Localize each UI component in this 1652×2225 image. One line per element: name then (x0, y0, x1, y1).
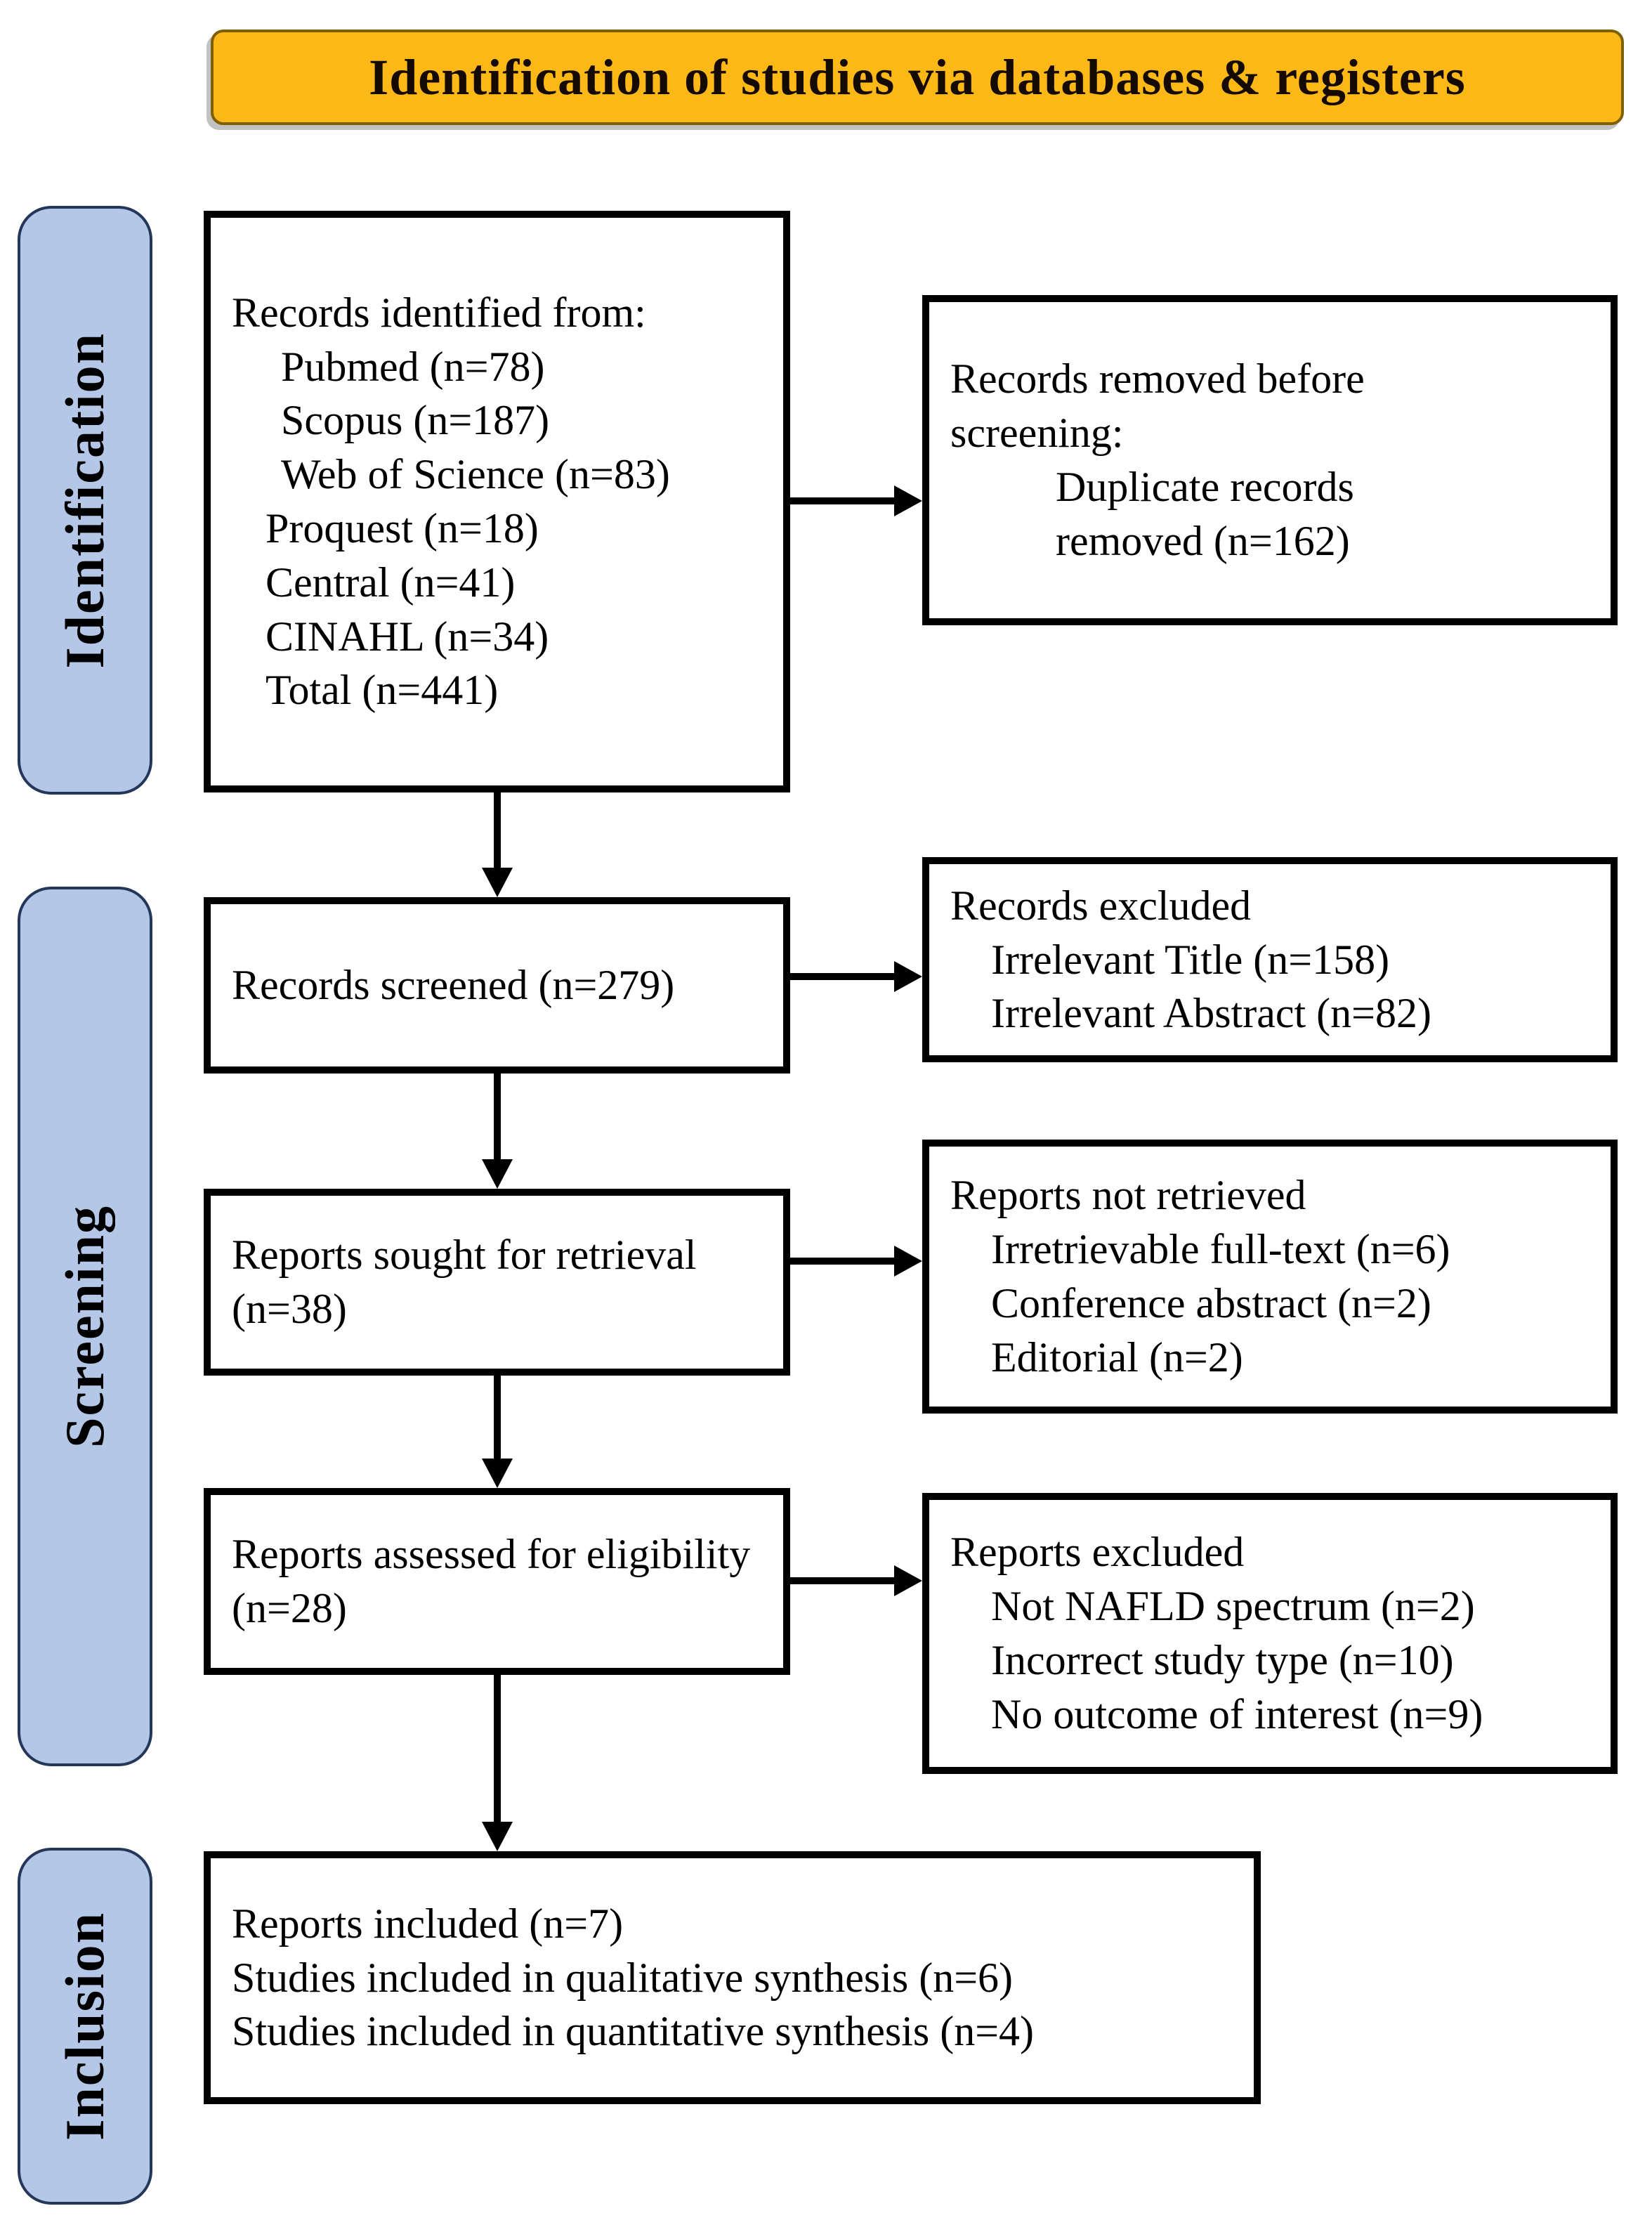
box-records-removed: Records removed before screening: Duplic… (922, 295, 1618, 625)
arrow-assessed-to-included (478, 1675, 517, 1851)
banner-title: Identification of studies via databases … (369, 48, 1466, 105)
box-reports-assessed: Reports assessed for eligibility (n=28) (204, 1488, 790, 1675)
box-item: Incorrect study type (n=10) (991, 1637, 1454, 1683)
box-records-screened: Records screened (n=279) (204, 897, 790, 1074)
box-item: Total (n=441) (266, 667, 499, 714)
box-title: Records screened (n=279) (232, 962, 675, 1009)
arrow-shaft (790, 973, 896, 980)
box-records-excluded: Records excluded Irrelevant Title (n=158… (922, 857, 1618, 1062)
box-item: Proquest (n=18) (266, 505, 539, 552)
box-item: Reports included (n=7) (232, 1900, 624, 1947)
box-title: Records excluded (950, 882, 1252, 929)
arrow-identified-to-screened (478, 792, 517, 897)
box-records-identified: Records identified from: Pubmed (n=78) S… (204, 211, 790, 792)
arrow-shaft (790, 497, 896, 504)
arrow-sought-to-assessed (478, 1376, 517, 1488)
box-item: Pubmed (n=78) (281, 343, 545, 390)
arrow-shaft (790, 1258, 896, 1265)
box-item: Editorial (n=2) (991, 1333, 1243, 1381)
box-title: Records identified from: (232, 289, 646, 336)
arrow-screened-to-excluded (790, 957, 922, 996)
arrow-shaft (790, 1577, 896, 1584)
box-item: Duplicate records removed (n=162) (1056, 464, 1354, 564)
arrow-sought-to-not-retrieved (790, 1241, 922, 1281)
stage-label-identification-text: Identification (54, 332, 115, 669)
arrow-shaft (494, 1376, 501, 1460)
banner: Identification of studies via databases … (211, 30, 1624, 125)
box-item: Not NAFLD spectrum (n=2) (991, 1583, 1475, 1630)
box-item: Web of Science (n=83) (281, 451, 670, 498)
box-item: No outcome of interest (n=9) (991, 1690, 1483, 1737)
stage-label-screening: Screening (18, 887, 152, 1766)
arrow-head (894, 485, 922, 516)
stage-label-inclusion: Inclusion (18, 1848, 152, 2205)
box-item: Conference abstract (n=2) (991, 1280, 1431, 1326)
box-title: Records removed before screening: (950, 355, 1365, 457)
stage-label-screening-text: Screening (54, 1205, 115, 1448)
arrow-shaft (494, 1675, 501, 1823)
arrow-head (482, 1459, 513, 1488)
box-title: Reports sought for retrieval (n=38) (232, 1232, 697, 1332)
box-item: Irretrievable full-text (n=6) (991, 1226, 1450, 1273)
box-title: Reports excluded (950, 1529, 1245, 1576)
arrow-head (482, 868, 513, 897)
box-title: Reports assessed for eligibility (n=28) (232, 1531, 751, 1631)
box-item: Scopus (n=187) (281, 397, 550, 444)
arrow-shaft (494, 1074, 501, 1161)
arrow-head (894, 1565, 922, 1596)
box-reports-not-retrieved: Reports not retrieved Irretrievable full… (922, 1140, 1618, 1414)
arrow-head (894, 1246, 922, 1277)
arrow-screened-to-sought (478, 1074, 517, 1189)
box-reports-excluded: Reports excluded Not NAFLD spectrum (n=2… (922, 1493, 1618, 1774)
box-item: Studies included in qualitative synthesi… (232, 1954, 1014, 2001)
arrow-head (482, 1159, 513, 1189)
box-item: Irrelevant Abstract (n=82) (991, 990, 1431, 1037)
box-title: Reports not retrieved (950, 1172, 1306, 1219)
box-item: Studies included in quantitative synthes… (232, 2008, 1035, 2055)
arrow-head (482, 1822, 513, 1851)
box-item: Central (n=41) (266, 559, 516, 606)
box-item: Irrelevant Title (n=158) (991, 936, 1390, 983)
stage-label-identification: Identification (18, 206, 152, 795)
box-reports-included: Reports included (n=7) Studies included … (204, 1851, 1261, 2104)
box-item: CINAHL (n=34) (266, 613, 549, 660)
arrow-head (894, 961, 922, 992)
box-reports-sought: Reports sought for retrieval (n=38) (204, 1189, 790, 1376)
arrow-identified-to-removed (790, 481, 922, 521)
arrow-assessed-to-excluded (790, 1561, 922, 1600)
stage-label-inclusion-text: Inclusion (54, 1912, 115, 2141)
arrow-shaft (494, 792, 501, 869)
